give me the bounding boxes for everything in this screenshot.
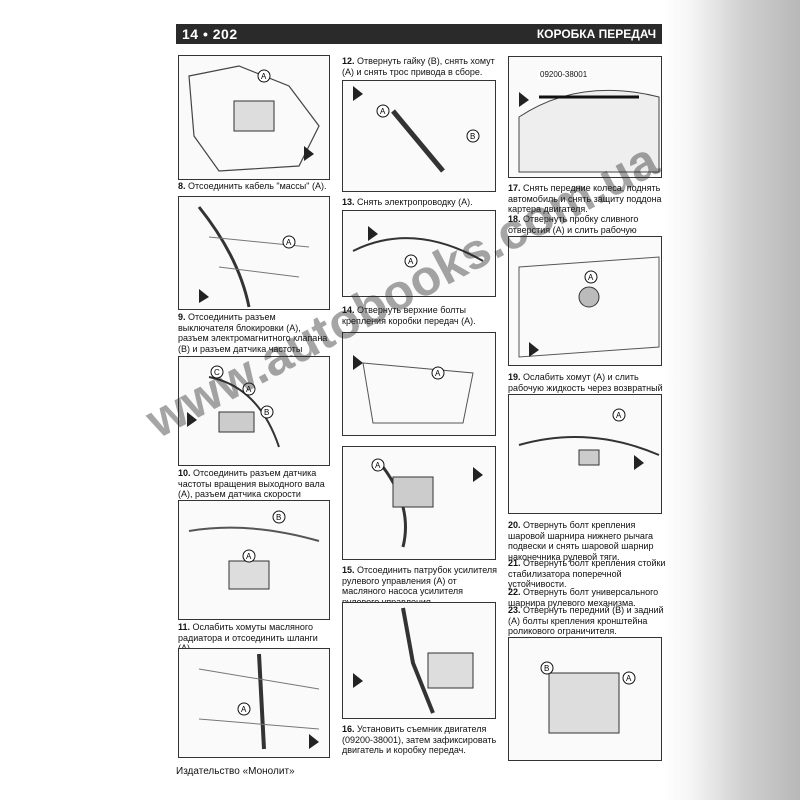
svg-text:A: A bbox=[261, 72, 267, 81]
caption-step-12: 12. Отвернуть гайку (В), снять хомут (А)… bbox=[342, 56, 495, 77]
page-number: 14 • 202 bbox=[182, 26, 238, 42]
svg-text:A: A bbox=[246, 552, 252, 561]
figure-upper-bolts: A bbox=[342, 332, 496, 436]
caption-step-22: 22. Отвернуть болт универсального шарнир… bbox=[508, 587, 659, 608]
svg-text:B: B bbox=[544, 664, 549, 673]
figure-power-steering-pipe: A bbox=[342, 446, 496, 560]
svg-text:B: B bbox=[264, 408, 269, 417]
svg-text:A: A bbox=[626, 674, 632, 683]
figure-speed-sensors: C B A bbox=[178, 356, 330, 466]
figure-connectors: A bbox=[178, 196, 330, 310]
page-header: 14 • 202 КОРОБКА ПЕРЕДАЧ bbox=[176, 24, 662, 44]
caption-step-21: 21. Отвернуть болт крепления стойки стаб… bbox=[508, 558, 666, 589]
caption-step-15: 15. Отсоединить патрубок усилителя рулев… bbox=[342, 565, 498, 607]
svg-text:A: A bbox=[241, 705, 247, 714]
caption-step-14: 14. Отвернуть верхние болты крепления ко… bbox=[342, 305, 476, 326]
svg-text:A: A bbox=[588, 273, 594, 282]
svg-text:A: A bbox=[380, 107, 386, 116]
page-edge-shadow bbox=[662, 0, 800, 800]
caption-step-17: 17. Снять передние колеса, поднять автом… bbox=[508, 183, 662, 214]
caption-step-13: 13. Снять электропроводку (А). bbox=[342, 197, 473, 207]
figure-wiring: A bbox=[342, 210, 496, 297]
figure-return-hose: A bbox=[508, 394, 662, 514]
svg-text:C: C bbox=[214, 368, 220, 377]
caption-step-8: 8. Отсоединить кабель "массы" (А). bbox=[178, 181, 327, 191]
svg-text:A: A bbox=[435, 369, 441, 378]
svg-text:B: B bbox=[276, 513, 281, 522]
publisher-footer: Издательство «Монолит» bbox=[176, 766, 295, 777]
caption-step-23: 23. Отвернуть передний (В) и задний (А) … bbox=[508, 605, 664, 636]
tool-code-label: 09200-38001 bbox=[538, 70, 590, 79]
svg-text:A: A bbox=[286, 238, 292, 247]
figure-hoses: A bbox=[178, 648, 330, 758]
svg-text:A: A bbox=[246, 385, 252, 394]
figure-drain-plug: A bbox=[508, 236, 662, 366]
figure-ground-cable: A bbox=[178, 55, 330, 180]
svg-text:A: A bbox=[616, 411, 622, 420]
svg-text:A: A bbox=[375, 461, 381, 470]
svg-text:B: B bbox=[470, 132, 475, 141]
figure-engine-support bbox=[342, 602, 496, 719]
svg-text:A: A bbox=[408, 257, 414, 266]
caption-step-20: 20. Отвернуть болт крепления шаровой шар… bbox=[508, 520, 654, 562]
section-title: КОРОБКА ПЕРЕДАЧ bbox=[536, 27, 656, 41]
caption-step-16: 16. Установить съемник двигателя (09200-… bbox=[342, 724, 497, 755]
